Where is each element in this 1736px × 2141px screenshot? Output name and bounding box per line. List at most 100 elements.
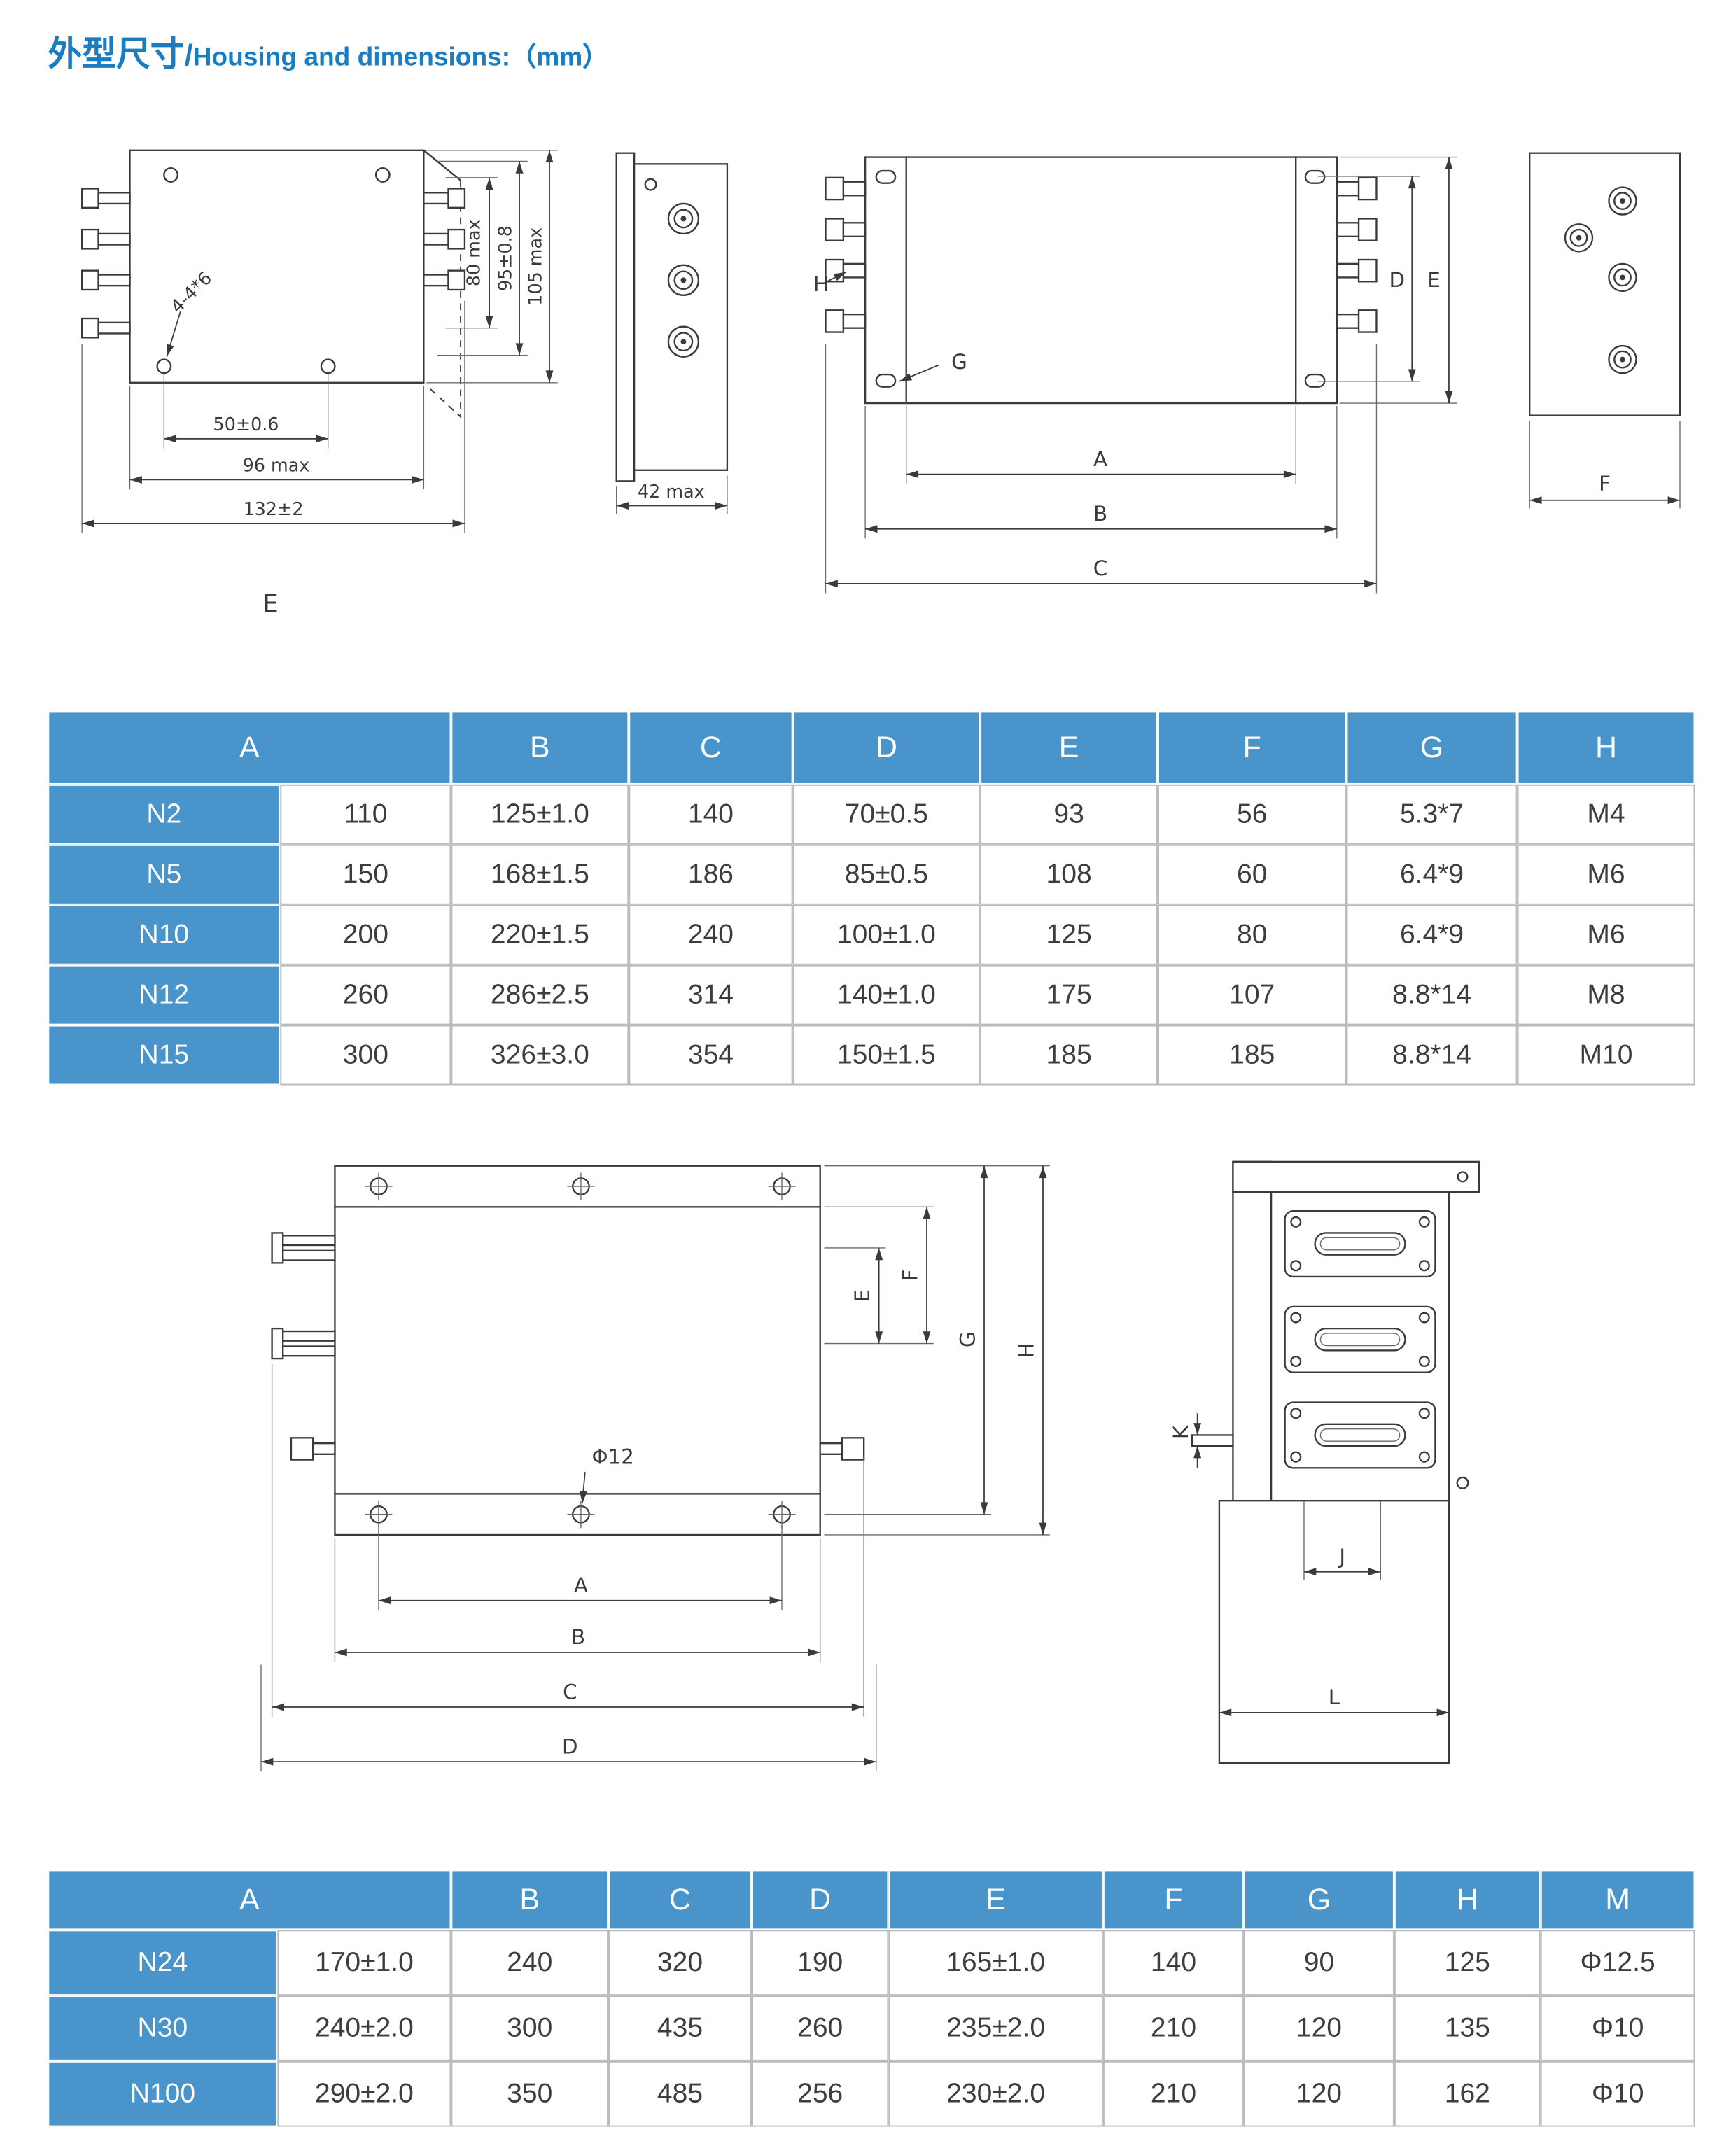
cell: 8.8*14 [1346, 1025, 1518, 1086]
cell: 186 [629, 844, 793, 905]
cell: 210 [1102, 1995, 1245, 2061]
cell: 140±1.0 [792, 964, 981, 1025]
cell: 93 [980, 784, 1158, 845]
cell: 240 [451, 1930, 608, 1996]
col-header-c: C [629, 710, 793, 785]
cell: 162 [1394, 2061, 1541, 2127]
drawing-medium-filter-top-view: H G A B C D E [813, 156, 1457, 594]
dim-k: K [1169, 1425, 1193, 1439]
terminal-blocks [1284, 1210, 1436, 1469]
cell: 435 [608, 1995, 752, 2061]
dimensions: 42 max [616, 475, 728, 514]
col-header-e: E [980, 710, 1158, 785]
dim-b: B [1093, 502, 1107, 526]
dim-h: H [1014, 1342, 1038, 1358]
dim-a: A [574, 1573, 588, 1597]
cell: 286±2.5 [451, 964, 629, 1025]
drawing-small-filter-side-view: 42 max [615, 152, 729, 514]
cell: Φ12.5 [1540, 1930, 1695, 1996]
cell: 485 [608, 2061, 752, 2127]
cell: 100±1.0 [792, 904, 981, 965]
dimension-table-2: A B C D E F G H M N24 170±1.0 240 320 [48, 1869, 1695, 2127]
dim-96: 96 max [243, 455, 310, 476]
housing-outline [615, 152, 729, 482]
cell: 110 [280, 784, 451, 845]
dim-g: G [955, 1331, 979, 1347]
housing-outline [1529, 152, 1681, 416]
cell: 8.8*14 [1346, 964, 1518, 1025]
col-header-h: H [1517, 710, 1695, 785]
col-header-d: D [752, 1869, 889, 1930]
cell: M8 [1517, 964, 1695, 1025]
cell: Φ10 [1540, 1995, 1695, 2061]
table-row: N24 170±1.0 240 320 190 165±1.0 140 90 1… [48, 1930, 1695, 1996]
cell: 185 [1158, 1025, 1347, 1086]
row-label: N15 [48, 1025, 281, 1086]
cell: 90 [1244, 1930, 1394, 1996]
row-label: N100 [48, 2061, 278, 2127]
row-label: N10 [48, 904, 281, 965]
dim-e: E [1427, 268, 1441, 292]
table-row: N100 290±2.0 350 485 256 230±2.0 210 120… [48, 2061, 1695, 2127]
terminal-studs [271, 1232, 865, 1461]
cell: 230±2.0 [888, 2061, 1103, 2127]
cell: 140 [1102, 1930, 1245, 1996]
drawing-large-filter-side-view: K J L [1169, 1160, 1480, 1764]
drawing-medium-filter-end-view: F [1529, 152, 1681, 509]
cell: 125 [1394, 1930, 1541, 1996]
hole-note: Φ12 [592, 1445, 634, 1468]
label-h: H [813, 272, 829, 296]
cell: 200 [280, 904, 451, 965]
dimensions: K J L [1169, 1413, 1449, 1717]
cell: 150 [280, 844, 451, 905]
title-chinese: 外型尺寸 [48, 35, 185, 74]
col-header-f: F [1102, 1869, 1245, 1930]
cell: M6 [1517, 904, 1695, 965]
cell: 5.3*7 [1346, 784, 1518, 845]
cell: 260 [280, 964, 451, 1025]
housing-outline [864, 156, 1338, 405]
dim-l: L [1329, 1685, 1340, 1709]
cell: 190 [752, 1930, 889, 1996]
dim-80: 80 max [463, 219, 484, 286]
cell: 300 [451, 1995, 608, 2061]
col-header-b: B [451, 1869, 608, 1930]
dimensions: H G A B C D E [813, 156, 1457, 594]
drawing-small-filter-front-view: 50±0.6 96 max 132±2 80 max 95±0.8 105 ma… [80, 149, 558, 619]
cell: M10 [1517, 1025, 1695, 1086]
title-english: Housing and dimensions:（mm） [192, 43, 609, 73]
table-row: N10 200 220±1.5 240 100±1.0 125 80 6.4*9… [48, 904, 1695, 965]
cell: 165±1.0 [888, 1930, 1103, 1996]
dim-d: D [562, 1734, 578, 1758]
cell: 120 [1244, 2061, 1394, 2127]
cell: 80 [1158, 904, 1347, 965]
dim-j: J [1338, 1545, 1345, 1568]
cell: Φ10 [1540, 2061, 1695, 2127]
dimensions: F [1529, 421, 1681, 509]
cell: 120 [1244, 1995, 1394, 2061]
col-header-b: B [451, 710, 629, 785]
cell: 60 [1158, 844, 1347, 905]
cell: 140 [629, 784, 793, 845]
dim-50: 50±0.6 [214, 414, 279, 435]
cell: 56 [1158, 784, 1347, 845]
cell: 260 [752, 1995, 889, 2061]
row-label: N2 [48, 784, 281, 845]
col-header-a: A [48, 1869, 451, 1930]
terminal-bolts [80, 188, 466, 339]
cell: 150±1.5 [792, 1025, 981, 1086]
header-row: A B C D E F G H [48, 710, 1695, 785]
cell: 125 [980, 904, 1158, 965]
housing-outline [334, 1165, 821, 1536]
dim-c: C [1093, 556, 1107, 580]
view-label-e: E [263, 590, 279, 619]
drawing-large-filter-front-view: Φ12 E F G H A B [260, 1165, 1050, 1771]
cell: M4 [1517, 784, 1695, 845]
label-g: G [951, 350, 967, 374]
cell: 85±0.5 [792, 844, 981, 905]
terminal-studs [667, 202, 700, 358]
cell: 326±3.0 [451, 1025, 629, 1086]
col-header-f: F [1158, 710, 1347, 785]
cell: 107 [1158, 964, 1347, 1025]
